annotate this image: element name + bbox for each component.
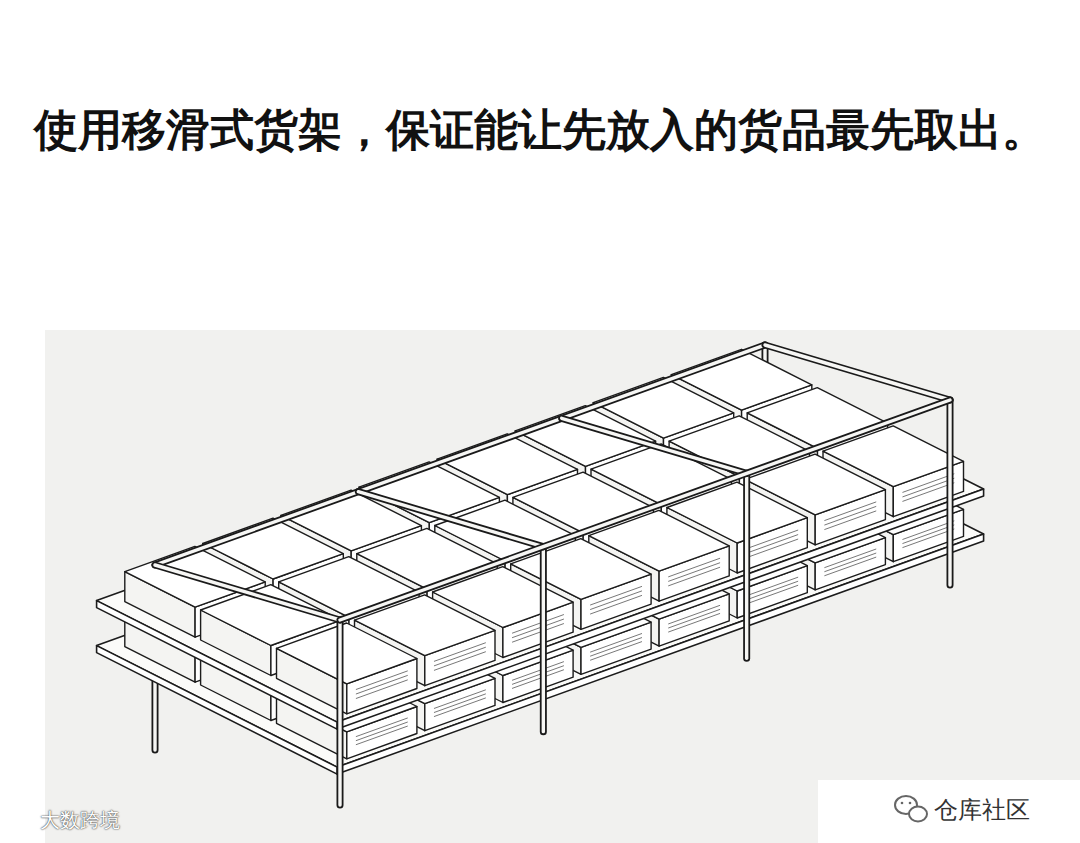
carton-mark [356,680,408,699]
wechat-icon [895,796,927,822]
carton-mark [512,670,564,689]
carton-mark [746,535,798,554]
front-post [743,473,750,658]
carton-mark [512,619,564,638]
front-post [948,400,951,585]
carton-mark [746,581,798,600]
carton-mark [356,671,408,690]
carton-mark [590,638,642,657]
watermark-patch [818,780,1080,843]
front-post [745,473,748,658]
top-rail [155,345,765,565]
carton-mark [668,558,720,577]
carton-mark [824,549,876,568]
top-rail [155,345,765,565]
shelf-edge [337,489,984,729]
carton-mark [512,624,564,643]
carton-mark [824,506,876,525]
carton-mark [668,609,720,628]
carton-mark [668,605,720,624]
cross-bar [358,492,543,547]
front-post [337,620,344,805]
carton-mark [746,539,798,558]
carton-mark [668,563,720,582]
carton-mark [512,615,564,634]
logo-icon [10,809,34,828]
carton-mark [434,647,486,666]
carton-mark [668,613,720,632]
front-post [947,400,954,585]
title: 使用移滑式货架，保证能让先放入的货品最先取出。 [0,104,1080,157]
carton-mark [824,511,876,530]
cross-bar [562,418,747,473]
carton-mark [356,718,408,737]
carton-mark [356,722,408,741]
carton-mark [590,586,642,605]
carton-mark [824,502,876,521]
front-post [540,547,547,732]
cross-bar [155,565,340,620]
carton-mark [590,642,642,661]
carton-mark [590,591,642,610]
flow-rack [97,345,984,805]
carton-mark [434,643,486,662]
watermark: 大数跨境 [40,808,120,832]
carton-mark [590,595,642,614]
front-post [542,547,545,732]
cross-bar [155,565,340,620]
carton-mark [434,698,486,717]
carton-mark [356,726,408,745]
top-rail [340,400,950,620]
carton-mark [746,577,798,596]
cross-bar [358,492,543,547]
carton-mark [512,666,564,685]
carton-mark [434,690,486,709]
carton-top [277,623,417,684]
carton-mark [824,557,876,576]
paper-ground [45,330,1080,843]
front-post [338,620,341,805]
carton-mark [434,652,486,671]
top-rail [340,400,950,620]
carton-mark [746,530,798,549]
carton-mark [824,553,876,572]
carton-mark [512,662,564,681]
carton-mark [746,585,798,604]
carton-mark [434,694,486,713]
cross-bar [765,345,950,400]
carton-mark [356,675,408,694]
cross-bar [765,345,950,400]
carton-mark [668,567,720,586]
watermark: 仓库社区 [934,796,1030,825]
cross-bar [562,418,747,473]
carton-mark [590,633,642,652]
